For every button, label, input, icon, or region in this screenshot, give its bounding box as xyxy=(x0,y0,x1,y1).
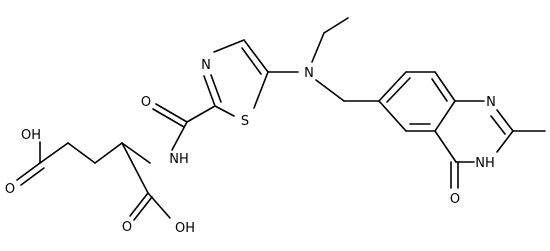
bond-cooh-o-double-2 xyxy=(133,196,153,221)
label-nh-amide: NH xyxy=(169,152,189,167)
bond-namine-ch2-benzyl xyxy=(315,79,345,102)
bond-c4q-c4a xyxy=(434,130,457,163)
bond-c2-n3 xyxy=(203,75,216,107)
label-o-quin-4: O xyxy=(450,192,460,207)
bond-n1-c2q-double xyxy=(490,115,506,135)
bond-c4-c5 xyxy=(243,39,269,73)
bond-ar-c8-c8a xyxy=(434,71,456,102)
bond-s1-c2 xyxy=(214,105,235,117)
bond-c2-n3-double xyxy=(210,74,222,103)
bond-camide-o-2 xyxy=(152,108,185,128)
bond-ch2-calpha xyxy=(94,142,123,164)
label-n-thiazole: N xyxy=(201,58,211,73)
bond-cooh-oh xyxy=(147,192,171,219)
label-oh-bottom: OH xyxy=(175,221,195,236)
bond-calpha-cooh xyxy=(121,142,149,194)
label-s-thiazole: S xyxy=(241,114,249,129)
bond-n3-c4 xyxy=(213,39,245,53)
label-o-amide: O xyxy=(141,95,151,110)
label-o-acid-left: O xyxy=(5,182,15,197)
bond-ar-c6-c7 xyxy=(378,71,407,102)
bond-camide-c2 xyxy=(186,105,216,123)
bond-c5-s1 xyxy=(253,71,269,109)
bond-ar-c5-c6 xyxy=(378,100,407,132)
bond-ethyl-ch3 xyxy=(323,17,349,34)
label-n-quin-1: N xyxy=(486,95,496,110)
bond-ch2-ch2 xyxy=(67,142,96,164)
bond-n1-c2q xyxy=(496,109,514,132)
bond-nh-camide xyxy=(171,121,188,151)
bond-c4-c5-double xyxy=(241,47,262,75)
label-o-acid-bottom: O xyxy=(122,220,132,235)
label-oh-top: OH xyxy=(21,128,41,143)
label-n-amine: N xyxy=(304,66,314,81)
bond-ar-c6-c7-inner xyxy=(386,77,411,103)
bond-ar-c8a-c4a xyxy=(434,100,456,132)
bond-cooh-o-double xyxy=(129,192,149,217)
bond-namine-ch2-ethyl xyxy=(311,32,325,63)
bond-layer xyxy=(16,17,546,221)
label-layer: OH O O NH N S N N NH O OH O xyxy=(5,58,496,236)
label-nh-quin-3: NH xyxy=(475,156,495,171)
bond-calpha-nh xyxy=(121,142,151,164)
bond-camide-o xyxy=(155,103,188,123)
bond-c2q-n3 xyxy=(496,130,514,153)
bond-c1-o-double-2 xyxy=(20,167,45,186)
bond-ar-c8-c8a-inner xyxy=(431,78,448,102)
bond-c1-ch2 xyxy=(39,142,69,164)
bond-c1-o-double xyxy=(16,162,41,181)
